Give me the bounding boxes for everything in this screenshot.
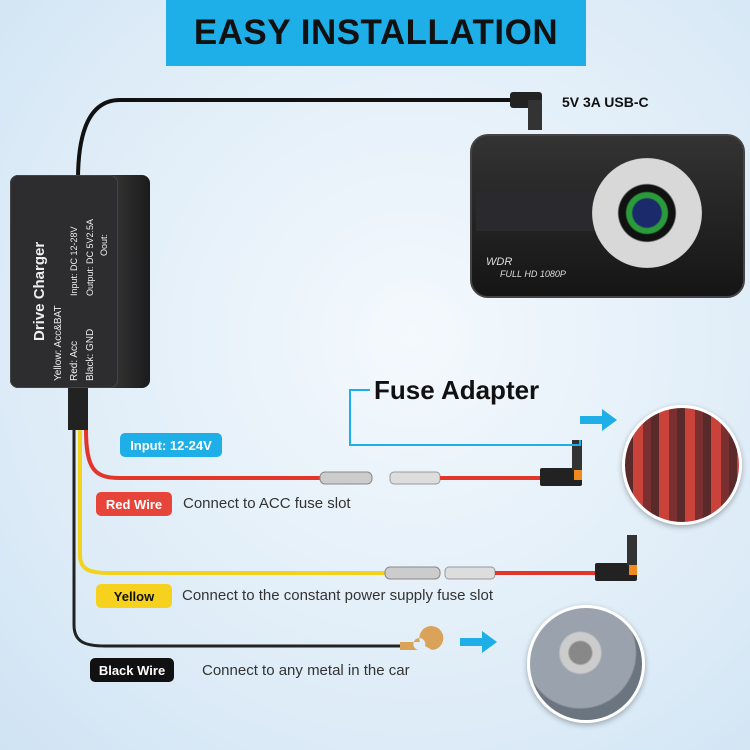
ring-terminal: [400, 626, 444, 651]
usb-label: 5V 3A USB-C: [562, 94, 649, 110]
charger-out: Oout:: [99, 233, 109, 256]
charger-input: Input: DC 12-28V: [69, 226, 79, 296]
arrow-right-icon: [580, 409, 617, 431]
camera-resolution: FULL HD 1080P: [500, 269, 566, 279]
charger-output: Output: DC 5V2.5A: [85, 218, 95, 296]
black-wire-badge: Black Wire: [90, 658, 174, 682]
page-title: EASY INSTALLATION: [166, 0, 586, 66]
red-bullet-male: [319, 471, 373, 485]
drive-charger-box: Drive Charger Yellow: Acc&BAT Red: Acc B…: [10, 175, 150, 388]
fuse-adapter-bracket: [349, 389, 581, 446]
fuse-adapter-yellow: [595, 563, 637, 581]
black-wire-desc: Connect to any metal in the car: [202, 662, 410, 679]
dash-camera: WDR FULL HD 1080P: [470, 134, 745, 298]
yellow-wire-badge: Yellow: [96, 584, 172, 608]
black-wire: [72, 430, 405, 648]
charger-red: Red: Acc: [69, 340, 80, 381]
charger-yellow: Yellow: Acc&BAT: [53, 305, 64, 381]
yellow-wire-desc: Connect to the constant power supply fus…: [182, 587, 494, 604]
charger-black: Black: GND: [85, 328, 96, 381]
input-voltage-badge: Input: 12-24V: [120, 433, 222, 457]
fuse-adapter-red: [540, 468, 582, 486]
camera-lens: [592, 158, 702, 268]
red-bullet-female: [389, 471, 441, 485]
red-wire-badge: Red Wire: [96, 492, 172, 516]
metal-ground-photo: [527, 605, 645, 723]
usb-cable: [76, 98, 515, 181]
cable-strain-relief: [68, 388, 88, 430]
camera-wdr: WDR: [486, 256, 513, 268]
fuse-box-photo: [622, 405, 742, 525]
arrow-right-icon: [460, 631, 497, 653]
yellow-bullet-female: [444, 566, 496, 580]
fuse-adapter-label: Fuse Adapter: [374, 375, 540, 405]
charger-name: Drive Charger: [31, 241, 48, 341]
red-wire: [84, 429, 325, 480]
yellow-wire: [78, 430, 390, 575]
yellow-bullet-male: [384, 566, 441, 580]
red-wire-desc: Connect to ACC fuse slot: [183, 495, 351, 512]
